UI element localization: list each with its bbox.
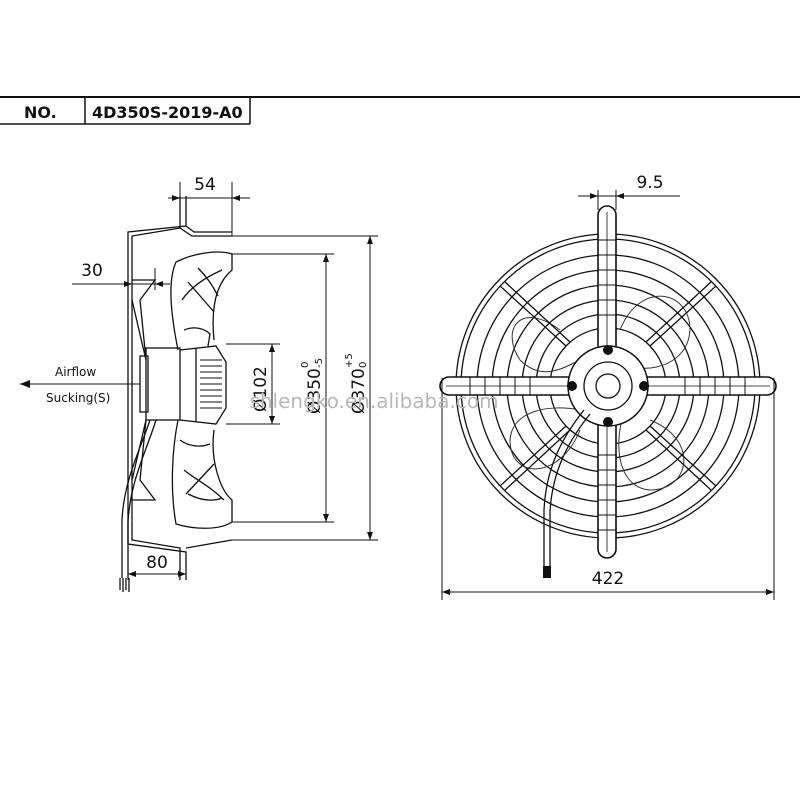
dia-350-label: Ø350 0 -5: [300, 358, 325, 414]
side-dimensions: [20, 182, 378, 580]
front-view: [439, 205, 777, 566]
front-arrowheads: [442, 193, 774, 595]
side-arrowheads: [20, 195, 373, 577]
dim-422-label: 422: [592, 569, 624, 589]
airflow-label: Airflow: [55, 365, 96, 379]
dim-80-label: 80: [146, 553, 168, 573]
dim-54-label: 54: [194, 175, 216, 195]
watermark: shlengko.en.alibaba.com: [249, 389, 498, 413]
dia-102-label: Ø102: [251, 366, 271, 412]
front-dimensions: [441, 190, 775, 600]
title-block: [0, 96, 800, 125]
dia-370-main: Ø370: [349, 368, 369, 414]
dia-350-tol-upper: 0: [300, 362, 311, 368]
hub-bolts: [543, 345, 649, 578]
dia-370-label: Ø370 +5 0: [344, 353, 369, 414]
dia-350-tol-lower: -5: [314, 358, 325, 368]
no-label: NO.: [24, 103, 57, 122]
dia-370-tol-upper: +5: [344, 353, 355, 368]
dia-370-tol-lower: 0: [358, 362, 369, 368]
dim-9-5-label: 9.5: [636, 173, 663, 193]
model-number: 4D350S-2019-A0: [92, 103, 243, 122]
side-view: [119, 196, 233, 592]
dim-30-label: 30: [81, 261, 103, 281]
sucking-label: Sucking(S): [46, 391, 110, 405]
dia-350-main: Ø350: [305, 368, 325, 414]
